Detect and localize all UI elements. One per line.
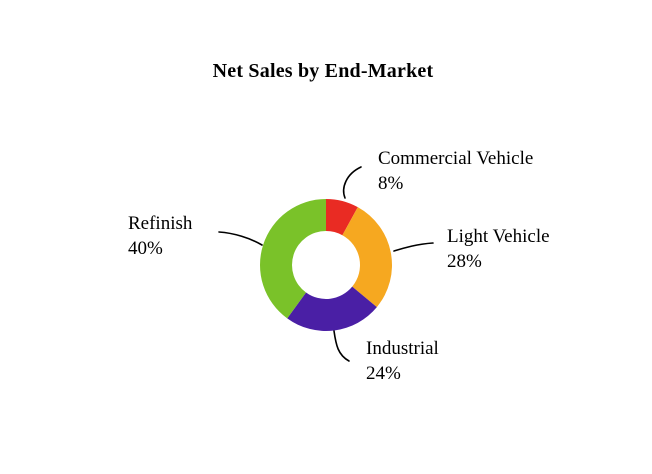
label-light-vehicle-name: Light Vehicle xyxy=(447,226,550,247)
leader-line-refinish xyxy=(218,231,263,246)
leader-line-commercial-vehicle xyxy=(342,166,362,199)
label-commercial-vehicle-value: 8% xyxy=(378,173,404,194)
label-refinish: Refinish 40% xyxy=(128,211,192,261)
donut-segment-light-vehicle xyxy=(342,207,393,308)
label-refinish-value: 40% xyxy=(128,238,163,259)
donut-segment-industrial xyxy=(287,286,377,331)
leader-line-light-vehicle xyxy=(393,242,434,252)
label-industrial-value: 24% xyxy=(366,363,401,384)
label-industrial-name: Industrial xyxy=(366,338,439,359)
donut-segment-refinish xyxy=(259,198,326,319)
donut-segment-commercial-vehicle xyxy=(326,199,358,236)
label-commercial-vehicle: Commercial Vehicle 8% xyxy=(378,146,533,196)
label-industrial: Industrial 24% xyxy=(366,336,439,386)
donut-chart xyxy=(259,198,393,331)
leader-line-industrial xyxy=(333,330,350,362)
label-refinish-name: Refinish xyxy=(128,213,193,234)
label-commercial-vehicle-name: Commercial Vehicle xyxy=(378,148,534,169)
label-light-vehicle-value: 28% xyxy=(447,251,482,272)
chart-title: Net Sales by End-Market xyxy=(212,60,434,82)
label-light-vehicle: Light Vehicle 28% xyxy=(447,224,550,274)
